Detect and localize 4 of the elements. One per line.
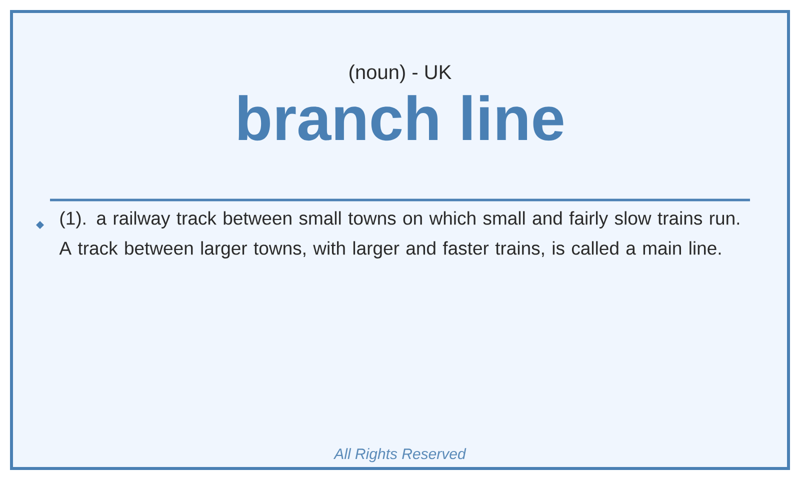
word-class-label: (noun) - UK [350, 64, 452, 84]
definition-text: (1). a railway track between small towns on which small and fairly slow trains run. A track between larger towns, with larger and faster trains, is called a main line. [59, 211, 740, 258]
footer-note: All Rights Reserved [333, 448, 466, 462]
headword-title: branch line [238, 95, 564, 141]
